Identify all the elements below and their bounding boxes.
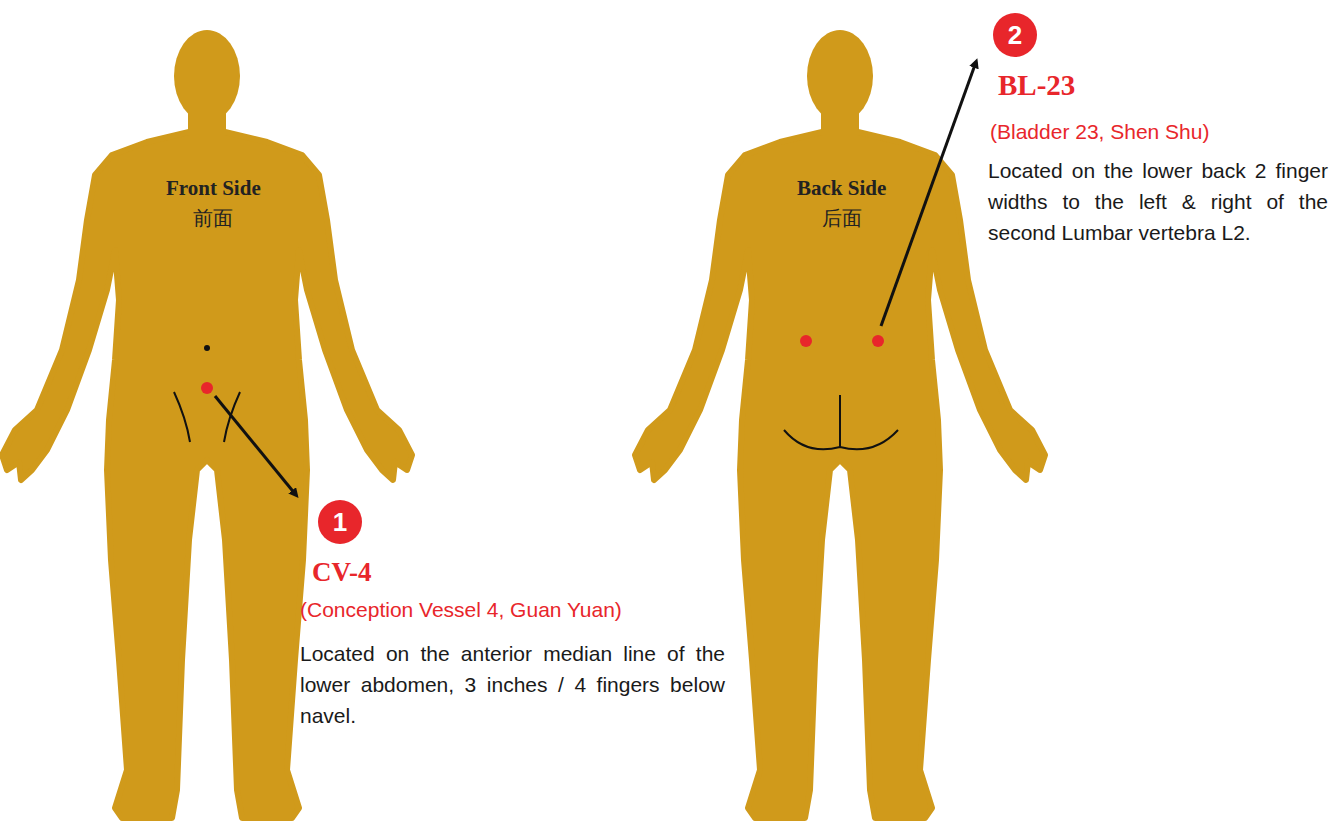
side-title-chinese: 前面: [193, 206, 233, 230]
groin-lines: [174, 392, 240, 442]
point-code: BL-23: [998, 68, 1075, 103]
side-title: Back Side: [797, 176, 886, 201]
callout-number: 2: [1008, 22, 1022, 48]
callout-circle: 2: [993, 13, 1037, 57]
side-title-chinese: 后面: [822, 206, 862, 230]
buttock-lines: [784, 395, 898, 449]
point-name: (Bladder 23, Shen Shu): [990, 119, 1209, 144]
back-figure: [635, 30, 1045, 818]
point-description: Located on the lower back 2 finger width…: [988, 155, 1328, 248]
navel-dot: [204, 345, 210, 351]
callout-circle: 1: [318, 500, 362, 544]
callout-number: 1: [333, 509, 347, 535]
side-title: Front Side: [166, 176, 261, 201]
point-code: CV-4: [312, 556, 371, 588]
leader-arrow: [881, 62, 976, 326]
point-name: (Conception Vessel 4, Guan Yuan): [300, 597, 622, 622]
acupoint-dot: [872, 335, 884, 347]
leader-arrow: [215, 396, 296, 495]
acupoint-dot: [800, 335, 812, 347]
acupoint-dot: [201, 382, 213, 394]
point-description: Located on the anterior median line of t…: [300, 638, 725, 731]
front-figure: [2, 30, 412, 818]
